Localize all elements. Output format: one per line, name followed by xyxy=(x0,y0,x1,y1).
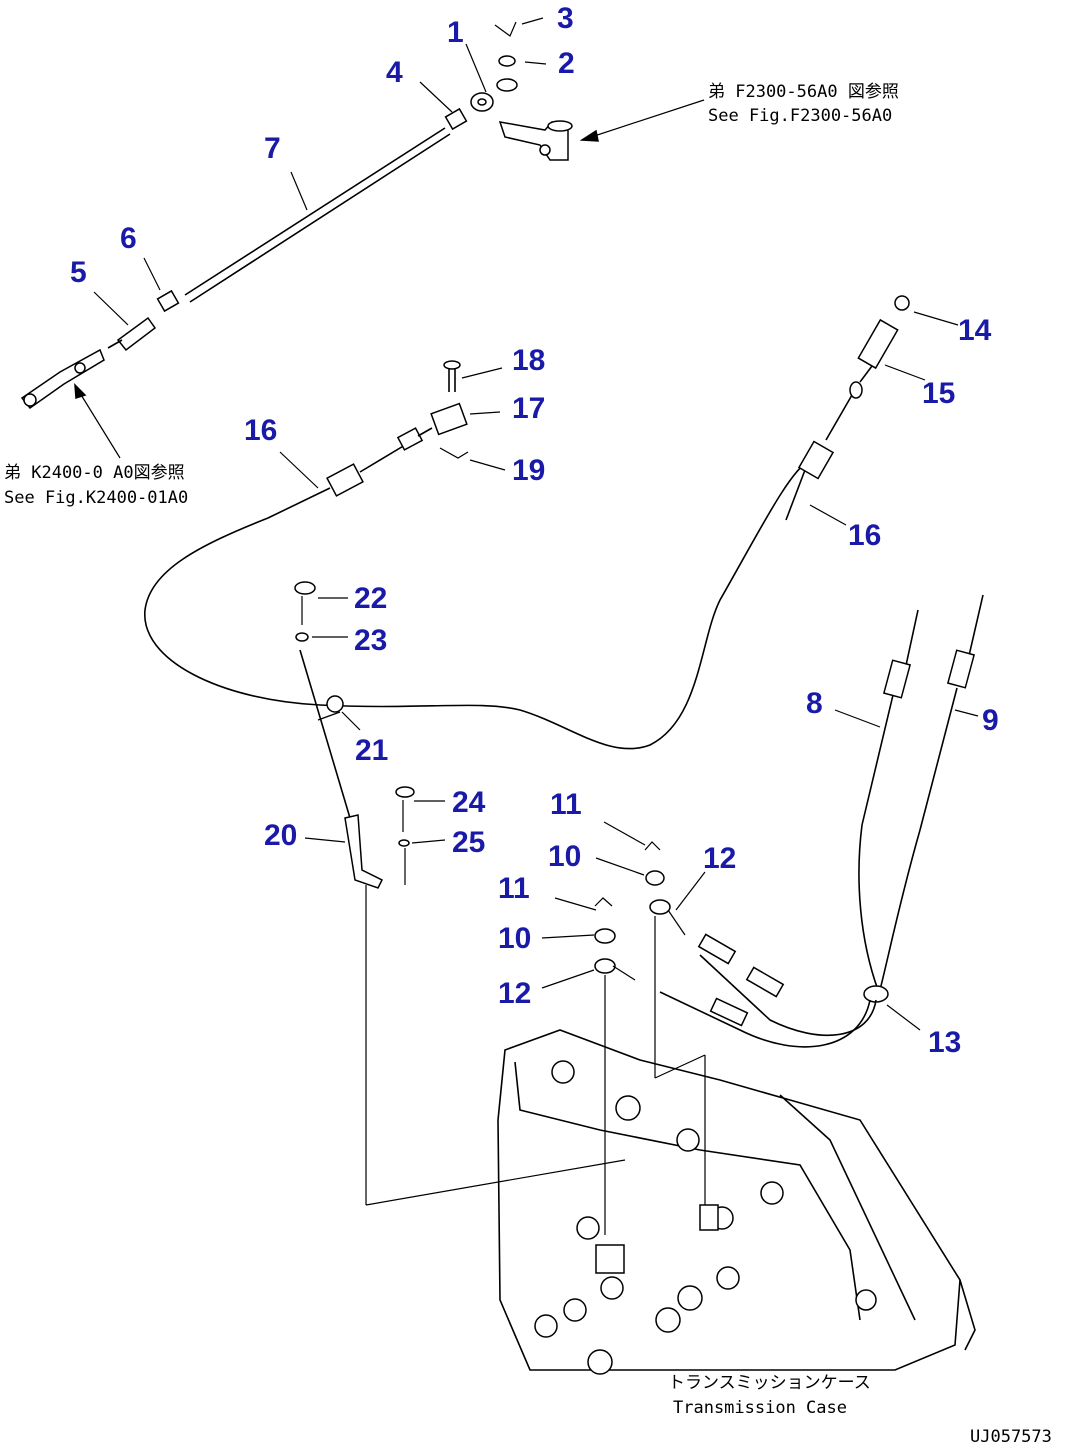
callout-6: 6 xyxy=(120,222,137,255)
callout-11-lower: 11 xyxy=(498,872,530,905)
bracket-assembly xyxy=(294,581,626,1206)
ref-f2300-en: See Fig.F2300-56A0 xyxy=(708,106,892,126)
callout-12-lower: 12 xyxy=(498,977,531,1010)
callout-10-upper: 10 xyxy=(548,840,581,873)
callouts: 1 2 3 4 5 6 7 8 9 10 10 11 11 12 12 13 1… xyxy=(70,2,999,1059)
callout-21: 21 xyxy=(355,734,388,767)
callout-20: 20 xyxy=(264,819,297,852)
drawing-code: UJ057573 xyxy=(970,1427,1052,1446)
callout-18: 18 xyxy=(512,344,545,377)
ref-f2300-jp: 弟 F2300-56A0 図参照 xyxy=(708,82,899,102)
callout-1: 1 xyxy=(447,16,464,49)
callout-16-right: 16 xyxy=(848,519,881,552)
callout-14: 14 xyxy=(958,314,992,347)
callout-3: 3 xyxy=(557,2,574,35)
callout-5: 5 xyxy=(70,256,87,289)
transmission-case xyxy=(497,1029,976,1375)
leader-lines xyxy=(74,17,979,1031)
callout-13: 13 xyxy=(928,1026,961,1059)
case-label-en: Transmission Case xyxy=(673,1398,847,1418)
callout-10-lower: 10 xyxy=(498,922,531,955)
callout-24: 24 xyxy=(452,786,486,819)
ref-k2400-jp: 弟 K2400-0 A0図参照 xyxy=(4,463,185,483)
callout-22: 22 xyxy=(354,582,387,615)
callout-2: 2 xyxy=(558,47,575,80)
callout-25: 25 xyxy=(452,826,485,859)
callout-7: 7 xyxy=(264,132,281,165)
callout-8: 8 xyxy=(806,687,823,720)
ref-k2400-en: See Fig.K2400-01A0 xyxy=(4,488,188,508)
callout-11-upper: 11 xyxy=(550,788,582,821)
fastener-set xyxy=(594,841,706,1235)
shift-cables xyxy=(659,594,984,1048)
callout-23: 23 xyxy=(354,624,387,657)
callout-16-left: 16 xyxy=(244,414,277,447)
callout-15: 15 xyxy=(922,377,955,410)
callout-9: 9 xyxy=(982,704,999,737)
callout-17: 17 xyxy=(512,392,545,425)
callout-12-upper: 12 xyxy=(703,842,736,875)
upper-rod-assembly xyxy=(20,21,573,410)
control-cable xyxy=(144,295,910,750)
case-label-jp: トランスミッションケース xyxy=(668,1373,871,1393)
reference-notes: 弟 F2300-56A0 図参照 See Fig.F2300-56A0 弟 K2… xyxy=(4,82,1052,1446)
callout-19: 19 xyxy=(512,454,545,487)
callout-4: 4 xyxy=(386,56,403,89)
